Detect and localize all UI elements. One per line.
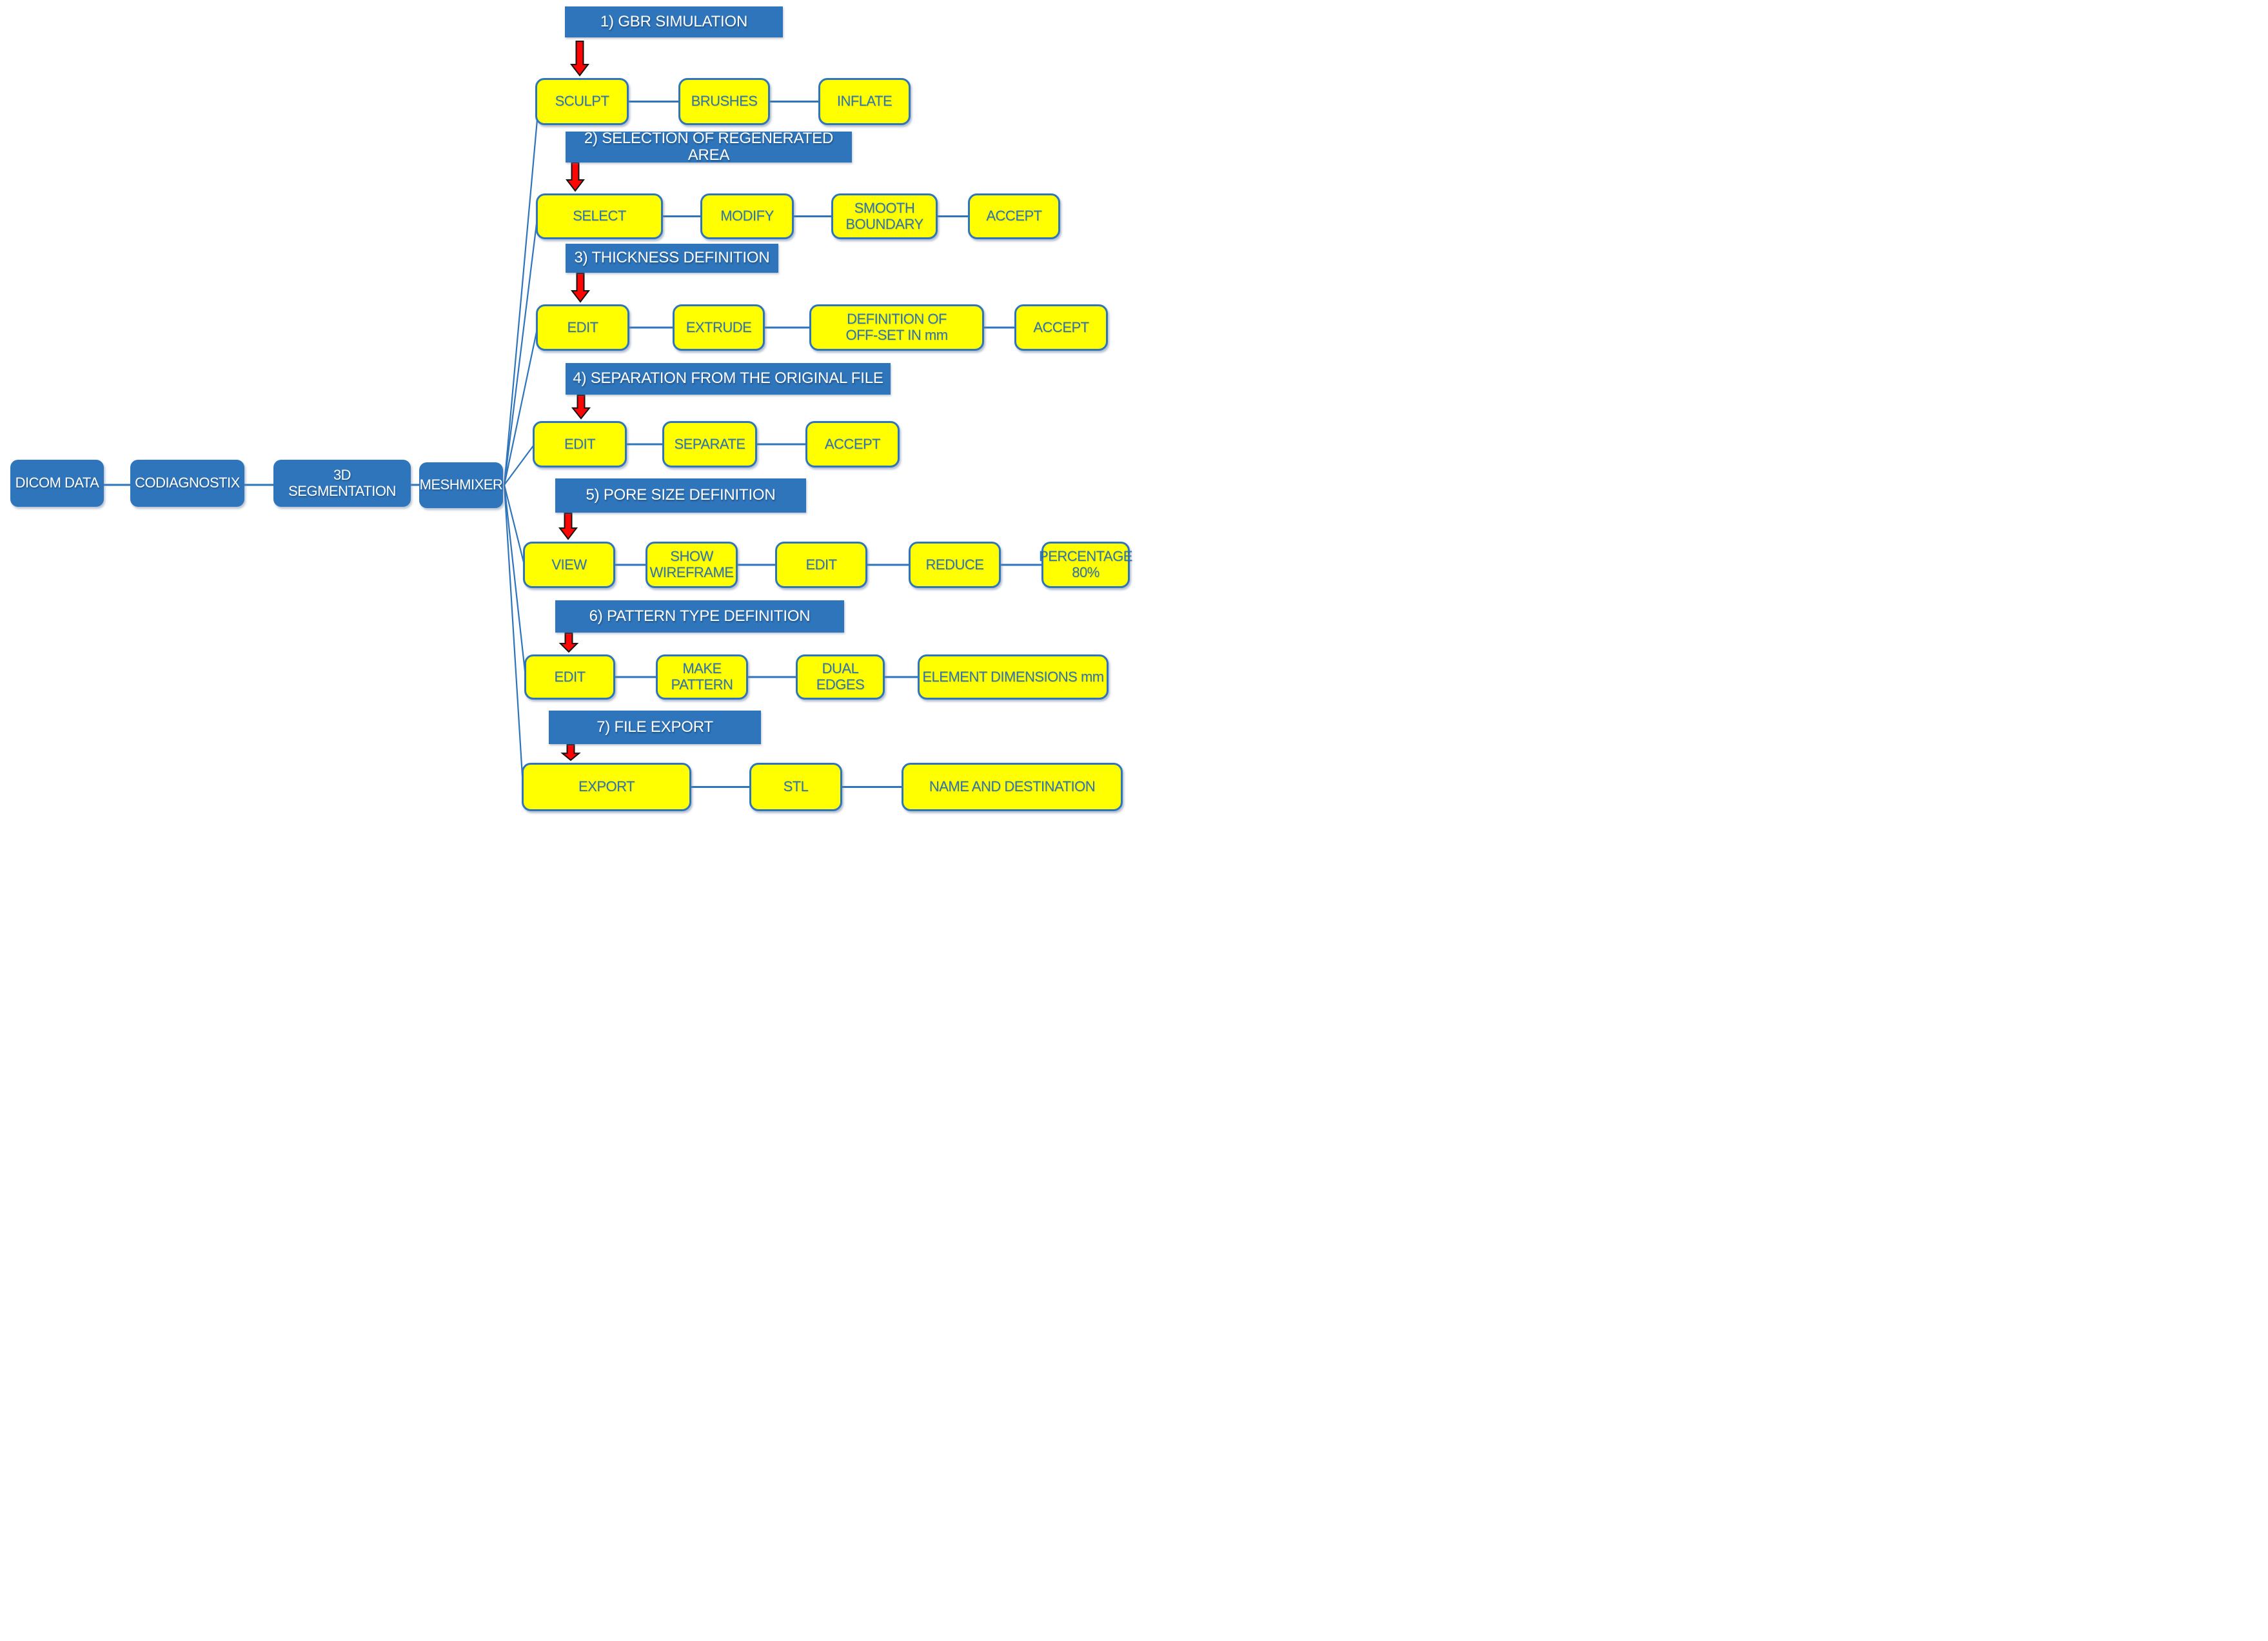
task-box-percentage-80: PERCENTAGE 80% — [1039, 542, 1132, 588]
task-box-modify: MODIFY — [700, 193, 794, 239]
task-box-reduce: REDUCE — [909, 542, 1001, 588]
task-box-dual-edges: DUAL EDGES — [796, 654, 885, 700]
stage-box-dicom-data: DICOM DATA — [10, 460, 104, 507]
task-box-view: VIEW — [523, 542, 615, 588]
step-1-header: 1) GBR SIMULATION — [565, 6, 783, 37]
step-2-header: 2) SELECTION OF REGENERATED AREA — [566, 130, 852, 164]
task-box-smooth-boundary: SMOOTH BOUNDARY — [831, 193, 938, 239]
connector-layer — [104, 41, 1041, 788]
stage-box-meshmixer: MESHMIXER — [419, 462, 503, 508]
task-box-definition-of-off-set-in-mm: DEFINITION OF OFF-SET IN mm — [809, 304, 984, 351]
task-box-edit: EDIT — [524, 654, 615, 700]
task-box-accept: ACCEPT — [805, 421, 900, 467]
down-arrow-step-6 — [558, 633, 579, 653]
task-box-sculpt: SCULPT — [535, 78, 629, 125]
down-arrow-step-2 — [565, 162, 586, 192]
down-arrow-step-5 — [558, 513, 578, 540]
connector-line — [503, 328, 538, 486]
step-7-header: 7) FILE EXPORT — [549, 711, 761, 744]
task-box-accept: ACCEPT — [1014, 304, 1108, 351]
step-6-header: 6) PATTERN TYPE DEFINITION — [555, 600, 844, 633]
task-box-name-and-destination: NAME AND DESTINATION — [902, 763, 1123, 811]
task-box-inflate: INFLATE — [818, 78, 911, 125]
task-box-element-dimensions-mm: ELEMENT DIMENSIONS mm — [918, 654, 1109, 700]
connector-line — [503, 119, 538, 486]
down-arrow-step-3 — [570, 273, 591, 303]
task-box-edit: EDIT — [536, 304, 629, 351]
down-arrow-step-4 — [571, 395, 591, 420]
task-box-make-pattern: MAKE PATTERN — [656, 654, 748, 700]
step-5-header: 5) PORE SIZE DEFINITION — [555, 478, 806, 513]
task-box-select: SELECT — [536, 193, 663, 239]
connector-line — [503, 218, 538, 486]
connector-line — [503, 484, 524, 787]
task-box-accept: ACCEPT — [968, 193, 1060, 239]
stage-box-3d-segmentation: 3D SEGMENTATION — [273, 460, 411, 507]
step-3-header: 3) THICKNESS DEFINITION — [566, 244, 778, 273]
stage-box-codiagnostix: CODIAGNOSTIX — [130, 460, 244, 507]
task-box-stl: STL — [749, 763, 842, 811]
connector-line — [504, 444, 535, 486]
connector-line — [503, 484, 527, 678]
task-box-show-wireframe: SHOW WIREFRAME — [646, 542, 738, 588]
task-box-export: EXPORT — [522, 763, 691, 811]
down-arrow-step-7 — [560, 744, 581, 762]
task-box-edit: EDIT — [533, 421, 627, 467]
connector-line — [503, 484, 526, 565]
task-box-edit: EDIT — [775, 542, 867, 588]
down-arrow-step-1 — [569, 41, 590, 77]
task-box-brushes: BRUSHES — [678, 78, 770, 125]
step-4-header: 4) SEPARATION FROM THE ORIGINAL FILE — [566, 363, 891, 395]
task-box-extrude: EXTRUDE — [673, 304, 765, 351]
task-box-separate: SEPARATE — [662, 421, 757, 467]
